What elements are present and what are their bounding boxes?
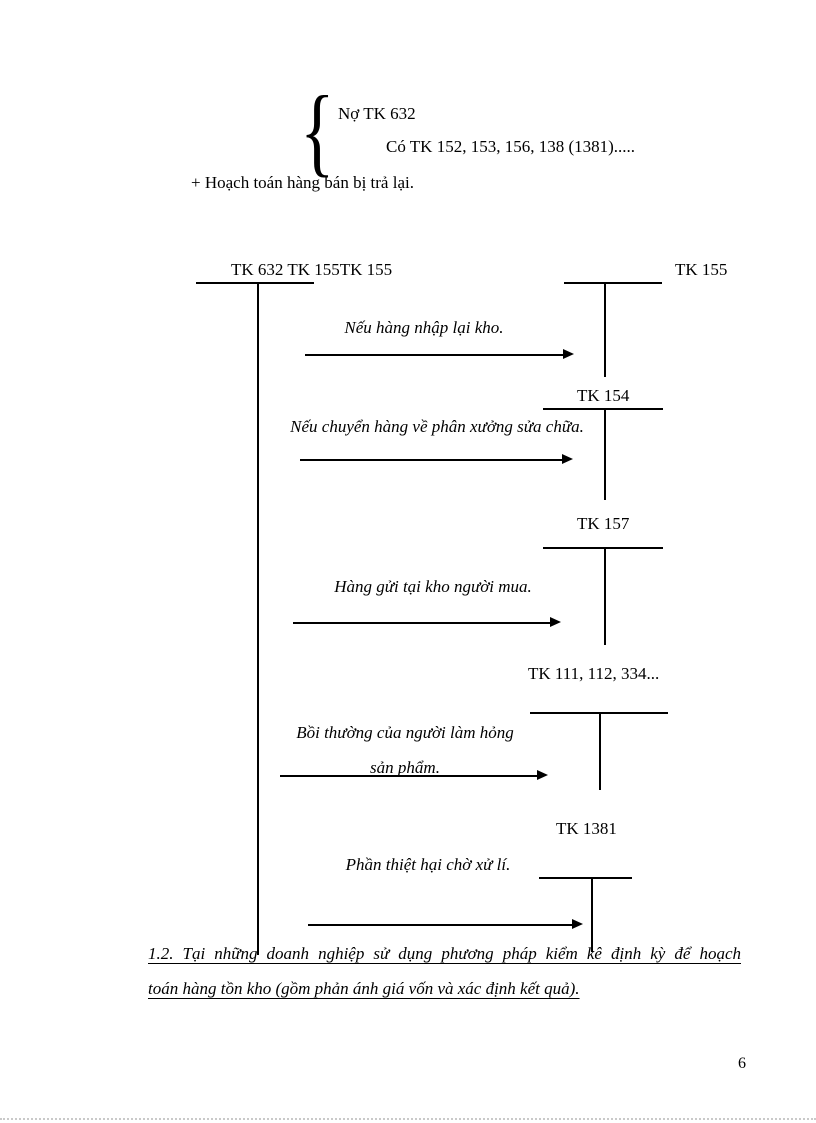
account-stem: [604, 408, 606, 500]
left-account-label: TK 632 TK 155TK 155: [231, 260, 393, 279]
journal-debit-line: Nợ TK 632: [338, 104, 416, 123]
flow-arrow: [293, 618, 561, 627]
account-stem: [599, 712, 601, 790]
account-underline: [564, 282, 662, 284]
account-underline: [543, 547, 663, 549]
page-number: 6: [738, 1055, 746, 1072]
left-account-stem: [257, 282, 259, 955]
flow-caption-compensation-line2: sản phẩm.: [370, 758, 440, 777]
account-label-tk157: TK 157: [577, 514, 630, 533]
account-underline: [539, 877, 632, 879]
journal-credit-line: Có TK 152, 153, 156, 138 (1381).....: [386, 137, 636, 156]
account-stem: [604, 547, 606, 645]
account-stem: [591, 877, 593, 952]
sales-returns-note: + Hoạch toán hàng bán bị trả lại.: [191, 173, 414, 192]
flow-arrow: [305, 350, 574, 359]
flow-caption-compensation-line1: Bồi thường của người làm hỏng: [296, 723, 514, 742]
flow-arrow: [308, 920, 583, 929]
brace-icon: {: [300, 75, 335, 186]
flow-caption-consignment: Hàng gửi tại kho người mua.: [334, 577, 532, 596]
section-heading-line2: toán hàng tồn kho (gồm phản ánh giá vốn …: [148, 979, 580, 998]
flow-caption-repair: Nếu chuyển hàng về phân xưởng sửa chữa.: [290, 417, 584, 436]
account-label-tk111-112-334: TK 111, 112, 334...: [528, 664, 660, 683]
flow-arrow: [280, 771, 548, 780]
flow-caption-pending-loss: Phần thiệt hại chờ xử lí.: [345, 855, 511, 874]
flow-caption-restock: Nếu hàng nhập lại kho.: [344, 318, 504, 337]
left-account-underline: [196, 282, 314, 284]
account-label-tk154: TK 154: [577, 386, 630, 405]
flow-arrow: [300, 455, 573, 464]
account-label-tk155: TK 155: [675, 260, 728, 279]
section-heading-line1: 1.2. Tại những doanh nghiệp sử dụng phươ…: [148, 944, 741, 963]
account-label-tk1381: TK 1381: [556, 819, 617, 838]
account-stem: [604, 282, 606, 377]
page-bottom-edge: [0, 1118, 816, 1120]
account-underline: [543, 408, 663, 410]
